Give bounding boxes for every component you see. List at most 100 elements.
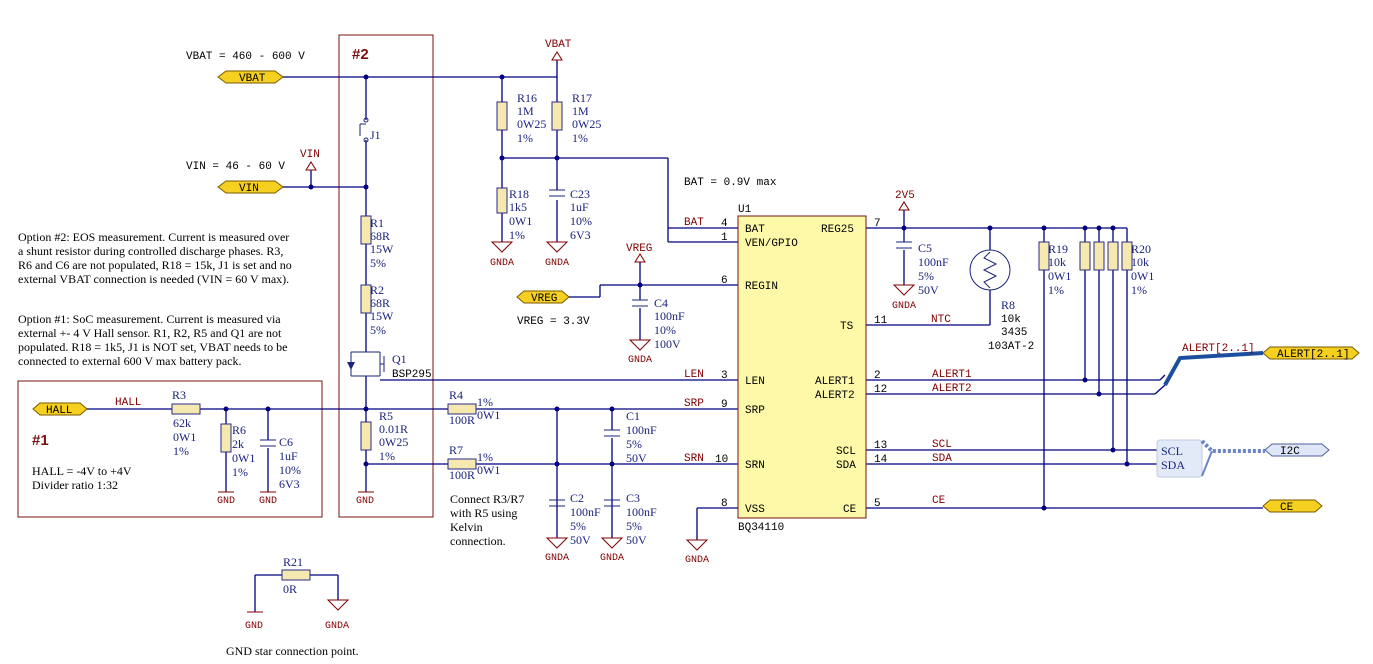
alert-port-label: ALERT[2..1] — [1277, 349, 1350, 361]
r5-shunt-resistor[interactable]: R5 0.01R 0W25 1% — [360, 409, 408, 463]
net-len: LEN — [684, 369, 704, 381]
r6-ref: R6 — [232, 423, 246, 437]
pull-up-resistor[interactable] — [1079, 241, 1091, 271]
u1-pin-ce-num: 5 — [874, 498, 881, 510]
r2-resistor[interactable]: R2 68R 15W 5% — [360, 283, 394, 337]
r17-tolerance: 1% — [572, 131, 588, 145]
r1-value: 68R — [370, 229, 390, 243]
harness-sda: SDA — [1161, 458, 1185, 472]
r7-resistor[interactable]: R7 100R 0W1 1% — [447, 443, 500, 482]
vin-port[interactable]: VIN — [217, 180, 284, 195]
gnda-label: GNDA — [892, 301, 916, 312]
net-srn: SRN — [684, 453, 704, 465]
u1-pin-srn: SRN — [745, 460, 765, 472]
u1-pin-scl-num: 13 — [874, 440, 887, 452]
u1-pin-regin: REGIN — [745, 281, 778, 293]
vbat-port[interactable]: VBAT — [217, 70, 284, 85]
hall-range-note: HALL = -4V to +4V — [32, 464, 132, 478]
gnd-label: GND — [217, 496, 235, 507]
gnd-label: GND — [259, 496, 277, 507]
alert-bus-label: ALERT[2..1] — [1182, 343, 1255, 355]
r20-tolerance: 1% — [1131, 283, 1147, 297]
r3-ref: R3 — [172, 388, 186, 402]
r20-resistor[interactable]: R20 10k 0W1 1% — [1121, 241, 1154, 297]
pull-up-resistor[interactable] — [1093, 241, 1105, 271]
net-ntc: NTC — [931, 314, 951, 326]
u1-pin-vss: VSS — [745, 504, 765, 516]
ce-port[interactable]: CE — [1262, 499, 1323, 514]
gnd-symbol: GND — [245, 611, 263, 632]
c4-capacitor[interactable]: C4 100nF 10% 100V — [632, 296, 685, 351]
c2-capacitor[interactable]: C2 100nF 5% 50V — [549, 491, 601, 547]
u1-pin-reg25: REG25 — [821, 224, 854, 236]
r5-value: 0.01R — [379, 422, 408, 436]
i2c-port[interactable]: I2C — [1264, 443, 1330, 458]
2v5-power-label: 2V5 — [895, 190, 915, 202]
r21-value: 0R — [283, 582, 297, 596]
c5-voltage: 50V — [918, 283, 939, 297]
r20-ref: R20 — [1131, 242, 1151, 256]
j1-jumper[interactable]: J1 — [359, 117, 381, 143]
u1-pin-ts: TS — [840, 321, 854, 333]
r4-ref: R4 — [449, 388, 463, 402]
u1-pin-scl: SCL — [836, 446, 856, 458]
vreg-power-label: VREG — [626, 243, 652, 255]
c1-capacitor[interactable]: C1 100nF 5% 50V — [604, 409, 657, 465]
r3-resistor[interactable]: R3 62k 0W1 1% — [171, 388, 201, 458]
vin-power-label: VIN — [300, 149, 320, 161]
u1-pin-srn-num: 10 — [715, 454, 728, 466]
r4-resistor[interactable]: R4 100R 0W1 1% — [447, 388, 500, 427]
r16-resistor[interactable]: R16 1M 0W25 1% — [496, 91, 546, 145]
r8-thermistor[interactable]: R8 10k 3435 103AT-2 — [969, 249, 1034, 353]
q1-part: BSP295 — [392, 369, 432, 381]
vin-power-symbol: VIN — [300, 149, 320, 171]
r18-resistor[interactable]: R18 1k5 0W1 1% — [496, 187, 532, 242]
r2-value: 68R — [370, 296, 390, 310]
option1-box-label: #1 — [32, 432, 49, 449]
c3-voltage: 50V — [626, 533, 647, 547]
c23-voltage: 6V3 — [570, 228, 591, 242]
c5-capacitor[interactable]: C5 100nF 5% 50V — [896, 241, 949, 297]
r17-resistor[interactable]: R17 1M 0W25 1% — [551, 91, 601, 145]
c6-capacitor[interactable]: C6 1uF 10% 6V3 — [260, 435, 301, 491]
bat-max-note: BAT = 0.9V max — [684, 177, 777, 189]
u1-part: BQ34110 — [738, 522, 784, 534]
c2-value: 100nF — [570, 505, 601, 519]
kelvin-note: Connect R3/R7 with R5 using Kelvin conne… — [450, 492, 524, 548]
c23-capacitor[interactable]: C23 1uF 10% 6V3 — [549, 187, 592, 242]
alert-bus: ALERT[2..1] — [1154, 343, 1264, 395]
r19-resistor[interactable]: R19 10k 0W1 1% — [1038, 241, 1071, 297]
r6-tolerance: 1% — [232, 465, 248, 479]
option2-line: Option #2: EOS measurement. Current is m… — [18, 230, 289, 244]
option1-line: Option #1: SoC measurement. Current is m… — [18, 312, 281, 326]
r21-resistor[interactable]: R21 0R — [281, 555, 311, 596]
r2-tolerance: 5% — [370, 323, 386, 337]
c5-value: 100nF — [918, 255, 949, 269]
u1-pin-sda: SDA — [836, 460, 856, 472]
c6-value: 1uF — [279, 449, 298, 463]
u1-ic[interactable]: U1 BQ34110 BAT 4 VEN/GPIO 1 REGIN 6 LEN … — [715, 204, 888, 534]
r1-tolerance: 5% — [370, 256, 386, 270]
c2-tolerance: 5% — [570, 519, 586, 533]
r1-resistor[interactable]: R1 68R 15W 5% — [360, 215, 394, 270]
c3-capacitor[interactable]: C3 100nF 5% 50V — [604, 491, 657, 547]
r19-ref: R19 — [1048, 242, 1068, 256]
c4-tolerance: 10% — [654, 323, 676, 337]
gnda-symbol: GNDA — [628, 339, 652, 366]
gnda-symbol: GNDA — [892, 284, 916, 312]
r3-value: 62k — [173, 416, 191, 430]
q1-mosfet[interactable]: Q1 BSP295 — [347, 351, 432, 381]
r16-ref: R16 — [517, 91, 537, 105]
net-sda: SDA — [932, 453, 952, 465]
vreg-port[interactable]: VREG — [516, 290, 570, 305]
vin-range-note: VIN = 46 - 60 V — [186, 161, 285, 173]
r7-power: 0W1 — [477, 463, 500, 477]
r8-beta: 3435 — [1001, 327, 1027, 339]
r5-power: 0W25 — [379, 435, 408, 449]
hall-port[interactable]: HALL — [32, 402, 88, 417]
gnda-label: GNDA — [685, 555, 709, 566]
alert-port[interactable]: ALERT[2..1] — [1262, 346, 1360, 361]
pull-up-resistor[interactable] — [1107, 241, 1119, 271]
r6-resistor[interactable]: R6 2k 0W1 1% — [220, 423, 255, 479]
u1-pin-alert2-num: 12 — [874, 384, 887, 396]
